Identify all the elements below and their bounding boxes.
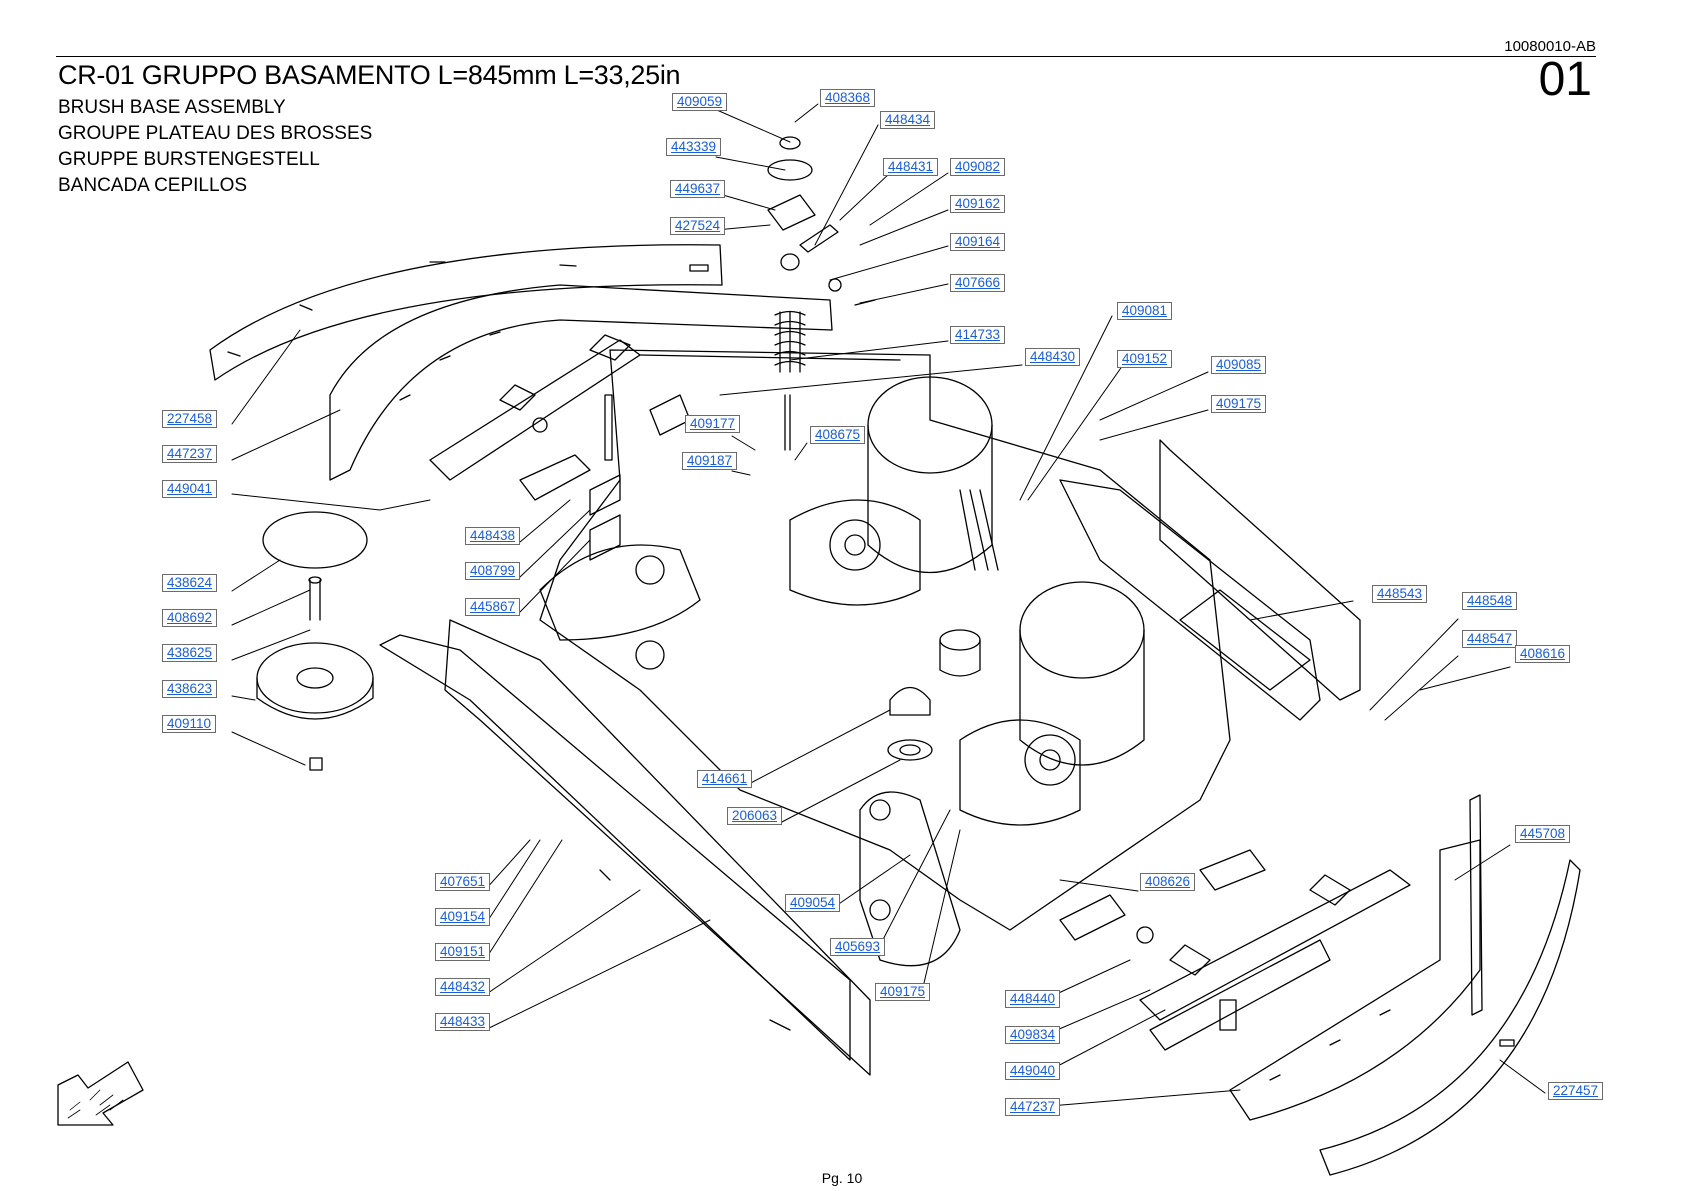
leader-lines [231,103,1546,1107]
part-label[interactable]: 448433 [435,1013,491,1031]
part-label[interactable]: 409175 [875,983,931,1001]
part-label[interactable]: 409110 [162,715,217,733]
part-label[interactable]: 409085 [1211,356,1267,374]
part-label[interactable]: 409152 [1117,350,1173,368]
left-roller-wheel [256,511,374,771]
part-label[interactable]: 448431 [883,158,939,176]
tension-spring-assembly [767,136,876,451]
brush-motor-lower [959,581,1145,826]
sheet-number: 01 [1538,53,1592,106]
part-label[interactable]: 409175 [1211,395,1267,413]
left-brush-skirt [329,284,833,481]
part-label[interactable]: 409187 [682,452,738,470]
part-label[interactable]: 407666 [950,274,1006,292]
right-pivot-arms [1059,849,1266,1031]
page-number: Pg. 10 [821,1170,863,1186]
part-label[interactable]: 409081 [1117,302,1173,320]
part-label[interactable]: 227458 [162,410,218,428]
front-bumper-strip [1319,794,1581,1176]
part-label[interactable]: 448543 [1372,585,1428,603]
part-label[interactable]: 448438 [465,527,521,545]
header-rule [56,56,1596,57]
part-label[interactable]: 409164 [950,233,1006,251]
part-label[interactable]: 407651 [435,873,491,891]
subtitle-english: BRUSH BASE ASSEMBLY [58,97,286,118]
part-label[interactable]: 409059 [672,93,728,111]
part-label[interactable]: 447237 [162,445,218,463]
part-label[interactable]: 408799 [465,562,521,580]
part-label[interactable]: 409054 [785,894,841,912]
part-label[interactable]: 447237 [1005,1098,1061,1116]
part-label[interactable]: 449040 [1005,1062,1061,1080]
part-label[interactable]: 408675 [810,426,866,444]
part-label[interactable]: 408626 [1140,873,1196,891]
subtitle-spanish: BANCADA CEPILLOS [58,175,248,196]
part-label[interactable]: 409162 [950,195,1006,213]
part-label[interactable]: 445867 [465,598,521,616]
part-label[interactable]: 443339 [666,138,722,156]
pivot-arms [519,394,701,670]
page-title: CR-01 GRUPPO BASAMENTO L=845mm L=33,25in [58,60,681,90]
document-code: 10080010-AB [1504,38,1596,55]
rear-bumper-strip [209,244,723,381]
part-label[interactable]: 445708 [1515,825,1571,843]
title-translations: BRUSH BASE ASSEMBLY GROUPE PLATEAU DES B… [58,95,372,199]
part-label[interactable]: 414661 [697,770,753,788]
part-label[interactable]: 427524 [670,217,726,235]
part-label[interactable]: 448432 [435,978,491,996]
part-label[interactable]: 448430 [1025,348,1081,366]
subtitle-french: GROUPE PLATEAU DES BROSSES [58,123,373,144]
part-label[interactable]: 206063 [727,807,783,825]
part-label[interactable]: 438623 [162,680,218,698]
part-label[interactable]: 408616 [1515,645,1571,663]
right-frame-rails [1059,439,1361,721]
direction-arrow-icon [57,1061,144,1126]
part-label[interactable]: 409834 [1005,1026,1061,1044]
part-label[interactable]: 408692 [162,609,218,627]
part-label[interactable]: 414733 [950,326,1006,344]
right-brush-skirt [1229,839,1481,1121]
spacers [887,629,981,761]
part-label[interactable]: 409082 [950,158,1006,176]
part-label[interactable]: 408368 [820,89,876,107]
part-label[interactable]: 438624 [162,574,218,592]
brush-motor-upper [789,376,999,606]
main-base-plate [539,349,1231,931]
part-label[interactable]: 449637 [670,180,726,198]
part-label[interactable]: 405693 [830,938,886,956]
part-label[interactable]: 438625 [162,644,218,662]
part-label[interactable]: 227457 [1548,1082,1604,1100]
subtitle-german: GRUPPE BURSTENGESTELL [58,149,320,170]
part-label[interactable]: 448548 [1462,592,1518,610]
lower-mount-bracket [859,791,961,967]
part-label[interactable]: 449041 [162,480,218,498]
left-brush-holder [429,334,641,481]
front-frame-channels [379,619,871,1076]
right-brush-holder [1139,869,1411,1051]
part-label[interactable]: 448440 [1005,990,1061,1008]
part-label[interactable]: 448547 [1462,630,1518,648]
part-label[interactable]: 448434 [880,111,936,129]
part-label[interactable]: 409177 [685,415,741,433]
part-label[interactable]: 409151 [435,943,491,961]
part-label[interactable]: 409154 [435,908,491,926]
